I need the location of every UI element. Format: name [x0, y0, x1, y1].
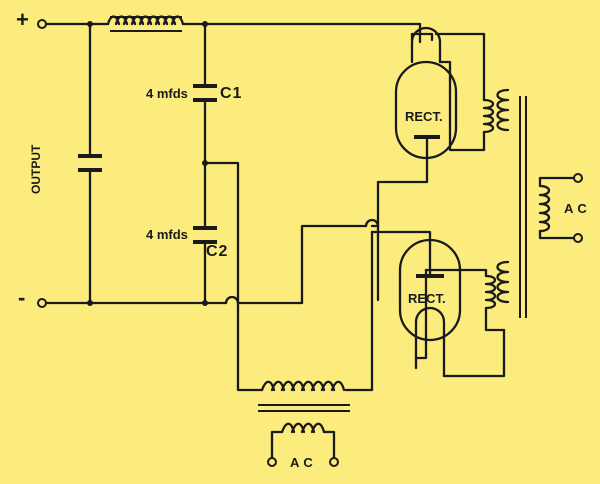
bottom-tube-filament	[414, 306, 446, 324]
midpoint-wire	[203, 161, 264, 392]
output-capacitor	[78, 154, 102, 172]
right-primary-winding	[538, 184, 551, 233]
bottom-ac-terminal-left	[267, 457, 277, 467]
c1-name-label: C1	[220, 85, 243, 102]
right-transformer-core	[519, 96, 527, 318]
output-label: OUTPUT	[29, 144, 43, 194]
top-filament-winding	[482, 98, 495, 134]
positive-terminal	[37, 19, 47, 29]
top-filament-winding-lead-a	[434, 32, 486, 102]
right-ac-terminal-top	[573, 173, 583, 183]
bottom-rectifier-tube	[398, 238, 462, 342]
cross-wire-left	[300, 224, 380, 305]
top-rectifier-label: RECT.	[405, 109, 443, 124]
c1-value-label: 4 mfds	[146, 86, 188, 101]
bottom-rectifier-label: RECT.	[408, 291, 446, 306]
top-filament-winding-lead-b	[438, 60, 486, 152]
bottom-filament-winding-lead-a	[442, 328, 506, 378]
bottom-ac-terminal-right	[329, 457, 339, 467]
rail-crossover	[224, 295, 240, 305]
bottom-tube-plate-lead	[370, 230, 432, 278]
right-ac-terminal-bottom	[573, 233, 583, 243]
c2-capacitor	[193, 226, 217, 244]
bottom-primary-leads	[270, 430, 336, 460]
center-tap-wire	[344, 230, 374, 392]
top-tube-plate-lead	[376, 135, 429, 302]
c2-name-label: C2	[206, 243, 229, 260]
negative-label: -	[18, 285, 26, 310]
bottom-ac-label: AC	[290, 455, 317, 470]
bottom-primary-winding	[280, 422, 326, 434]
cross-wire-hop	[364, 218, 380, 228]
negative-terminal	[37, 298, 47, 308]
right-primary-leads	[538, 176, 576, 240]
c2-value-label: 4 mfds	[146, 227, 188, 242]
top-rectifier-tube	[394, 60, 458, 160]
right-lower-secondary	[496, 260, 510, 304]
bottom-filament-winding-lead-b	[414, 268, 488, 360]
bottom-filament-winding	[484, 274, 497, 310]
bottom-secondary-winding	[260, 380, 346, 392]
bottom-tube-filament-leads	[414, 320, 446, 378]
c1-capacitor	[193, 84, 217, 102]
positive-label: +	[16, 7, 29, 32]
right-upper-secondary	[496, 88, 510, 132]
right-ac-label: AC	[564, 201, 591, 216]
bottom-transformer-core	[258, 404, 350, 412]
filter-choke-core	[110, 16, 182, 32]
top-tube-filament-leads	[410, 40, 442, 64]
